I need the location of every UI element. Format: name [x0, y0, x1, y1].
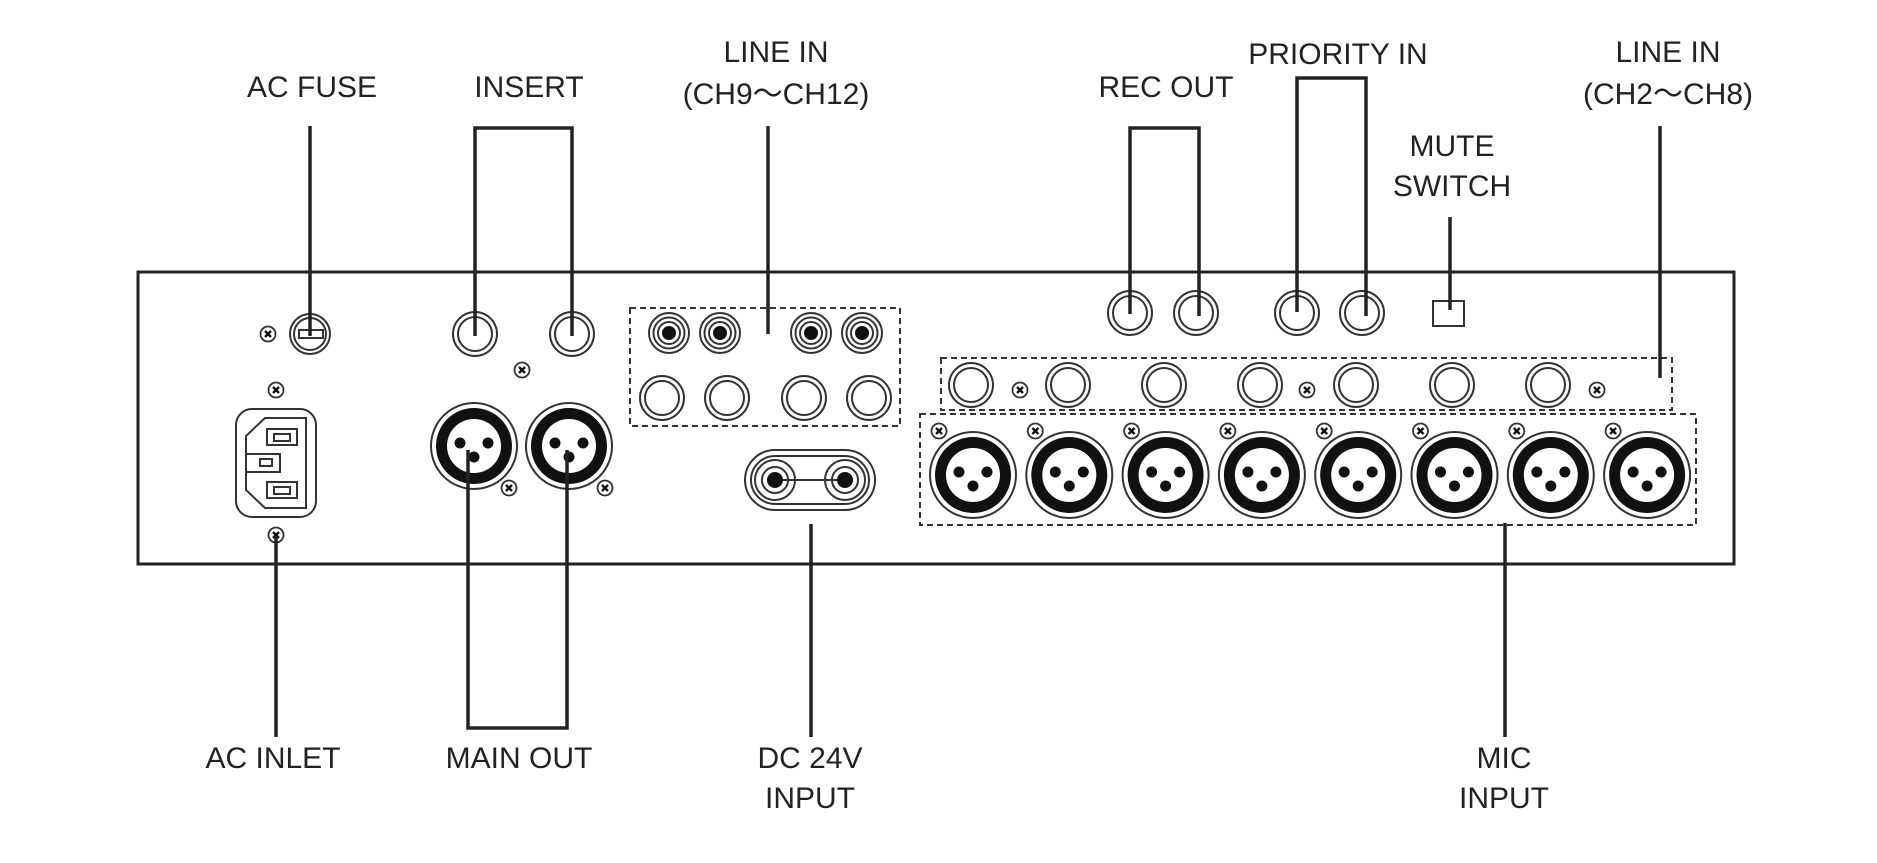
screw-icon: [1411, 422, 1430, 440]
line-jack: [1141, 362, 1187, 408]
label-priority-in: PRIORITY IN: [1248, 38, 1427, 71]
screw-icon: [596, 479, 614, 497]
screw-icon: [267, 381, 285, 399]
screw-icon: [259, 325, 277, 343]
leader-lines: [274, 76, 1662, 737]
screw-icon: [930, 422, 948, 440]
rca-jack: [790, 312, 832, 354]
mic-input-connector: [1506, 431, 1595, 519]
line-jack: [1237, 362, 1283, 408]
label-insert: INSERT: [474, 71, 583, 104]
label-dc-input-line1: DC 24V: [757, 742, 862, 775]
priority-in-jack: [1339, 290, 1385, 336]
dc-24v-input: [744, 449, 876, 511]
screw-icon: [1122, 422, 1141, 440]
screw-icon: [1315, 422, 1333, 440]
screw-icon: [1219, 422, 1237, 440]
screw-icon: [1298, 381, 1316, 399]
screw-icon: [1026, 422, 1045, 440]
ac-inlet: [235, 381, 317, 544]
screw-icon: [1011, 381, 1029, 399]
label-line-in-2-8-line1: LINE IN: [1615, 36, 1720, 69]
line-jack: [781, 375, 827, 421]
label-mute-switch-line2: SWITCH: [1393, 170, 1511, 203]
line-jack: [1429, 362, 1475, 408]
mic-input-connector: [1121, 431, 1210, 519]
line-jack: [704, 375, 750, 421]
mic-input-connector: [1314, 431, 1403, 519]
line-jack: [639, 375, 685, 421]
main-out-connector: [525, 402, 613, 490]
label-dc-input-line2: INPUT: [765, 782, 855, 815]
rca-jack: [841, 312, 883, 354]
rear-panel: [136, 270, 1736, 566]
mic-input-connector: [1025, 431, 1114, 519]
line-jack: [1333, 362, 1379, 408]
screw-icon: [1604, 422, 1622, 440]
label-line-in-2-8-line2: (CH2～CH8): [1583, 78, 1753, 111]
line-jack: [1525, 362, 1571, 408]
label-line-in-9-12-line1: LINE IN: [723, 36, 828, 69]
line-jack: [948, 362, 994, 408]
label-mic-input-line2: INPUT: [1459, 782, 1549, 815]
label-mute-switch-line1: MUTE: [1410, 130, 1495, 163]
line-in-ch2-ch8: [940, 357, 1673, 411]
label-line-in-9-12-line2: (CH9～CH12): [683, 78, 870, 111]
mic-input-connector: [1603, 431, 1692, 519]
main-out-connector: [430, 402, 518, 490]
rec-out-jack: [1173, 290, 1219, 336]
screw-icon: [513, 361, 531, 379]
label-main-out: MAIN OUT: [446, 742, 593, 775]
label-ac-inlet: AC INLET: [205, 742, 340, 775]
line-jack: [1045, 362, 1091, 408]
screw-icon: [1588, 381, 1606, 399]
screw-icon: [1508, 422, 1526, 440]
rca-jack: [699, 312, 741, 354]
line-jack: [846, 375, 892, 421]
mic-input-connector: [1410, 431, 1499, 519]
label-mic-input-line1: MIC: [1477, 742, 1532, 775]
screw-icon: [500, 479, 518, 497]
mic-input-connector: [929, 431, 1017, 519]
label-ac-fuse: AC FUSE: [247, 71, 377, 104]
mic-input-xlr: [919, 413, 1697, 526]
line-in-ch9-ch12: [629, 307, 901, 427]
mic-input-connector: [1217, 431, 1306, 519]
label-rec-out: REC OUT: [1099, 71, 1234, 104]
rca-jack: [648, 312, 690, 354]
